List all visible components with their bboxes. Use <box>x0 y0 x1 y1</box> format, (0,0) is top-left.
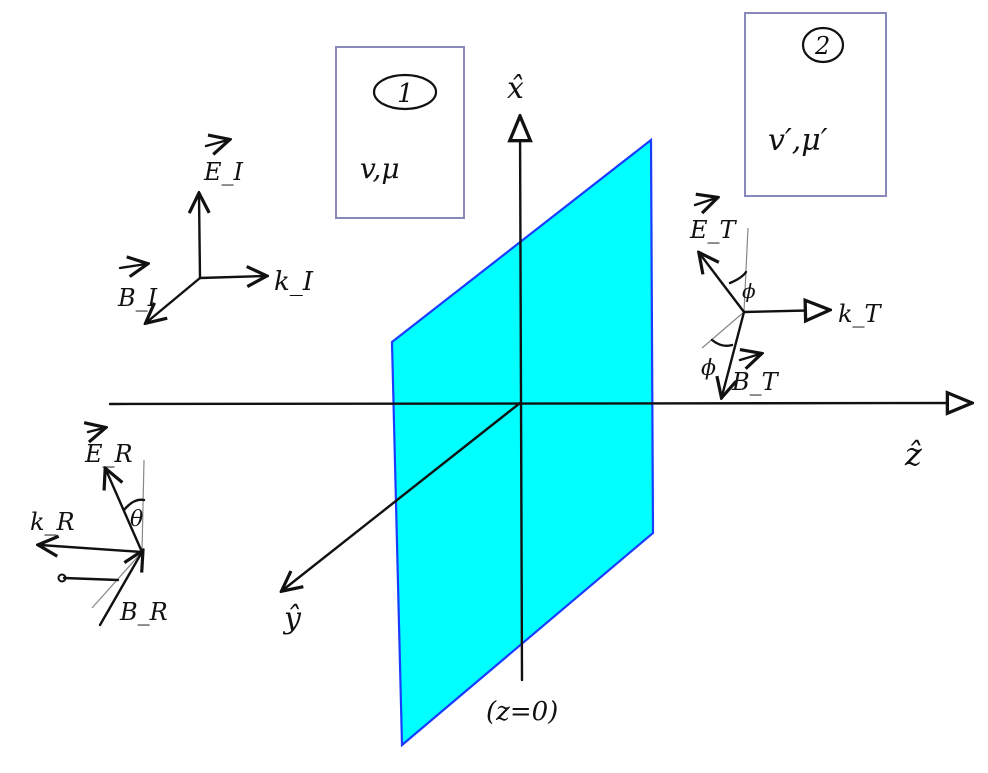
y-axis-label: ŷ <box>282 601 302 636</box>
z-axis <box>108 403 970 404</box>
reflected-normal-guide <box>141 459 145 553</box>
reflected-b-guide-stub <box>62 576 120 582</box>
reflected-guide-dot <box>57 573 67 583</box>
transmitted-b-vector <box>722 310 746 396</box>
transmitted-e-overarrow <box>693 198 716 205</box>
incident-e-label: E_I <box>203 158 244 186</box>
transmitted-b-guide <box>701 311 745 349</box>
reflected-e-label: E_R <box>84 440 133 468</box>
incident-b-overarrow <box>118 264 146 268</box>
reflected-b-vector <box>98 552 142 627</box>
incident-wave-triad: E_I k_I B_I <box>117 140 314 322</box>
reflected-angle-arc <box>122 498 146 512</box>
reflected-angle-label: θ <box>130 507 143 532</box>
incident-e-overarrow <box>204 140 228 146</box>
incident-b-vector <box>147 276 202 322</box>
plane-label: (z=0) <box>486 697 558 727</box>
transmitted-e-vector <box>700 254 746 314</box>
incident-b-label: B_I <box>117 284 158 312</box>
reflected-b-label: B_R <box>119 598 168 626</box>
transmitted-k-vector <box>742 310 828 312</box>
y-axis <box>283 401 522 590</box>
incident-k-label: k_I <box>274 267 314 297</box>
incident-k-vector <box>198 276 265 278</box>
interface-plane <box>390 137 655 748</box>
region-2-box: 2 v′,μ′ <box>744 12 887 197</box>
x-axis-label: x̂ <box>507 71 524 106</box>
transmitted-b-angle-arc <box>710 338 734 348</box>
reflected-e-overarrow <box>88 428 104 432</box>
reflected-wave-triad: θ E_R k_R B_R <box>30 428 168 627</box>
transmitted-k-label: k_T <box>838 300 883 328</box>
z-axis-label: ẑ <box>904 435 923 473</box>
region-1-number: 1 <box>397 79 414 109</box>
region-1-params: v,μ <box>360 152 400 185</box>
region-1-circle <box>372 73 438 111</box>
x-axis <box>520 118 522 682</box>
transmitted-normal-guide <box>743 227 749 313</box>
transmitted-b-angle-label: ϕ <box>701 356 716 381</box>
region-1-box: 1 v,μ <box>335 46 465 219</box>
transmitted-b-overarrow <box>738 354 760 360</box>
incident-e-vector <box>199 195 200 280</box>
transmitted-e-angle-arc <box>728 270 748 285</box>
transmitted-e-label: E_T <box>689 216 738 244</box>
region-2-circle <box>801 26 845 64</box>
reflected-k-label: k_R <box>30 508 75 536</box>
transmitted-b-label: B_T <box>731 368 780 396</box>
region-2-number: 2 <box>814 32 830 60</box>
region-2-params: v′,μ′ <box>768 123 828 158</box>
reflected-k-vector <box>40 545 144 552</box>
transmitted-e-angle-label: ϕ <box>742 279 756 303</box>
transmitted-wave-triad: ϕ ϕ E_T k_T B_T <box>689 198 883 396</box>
